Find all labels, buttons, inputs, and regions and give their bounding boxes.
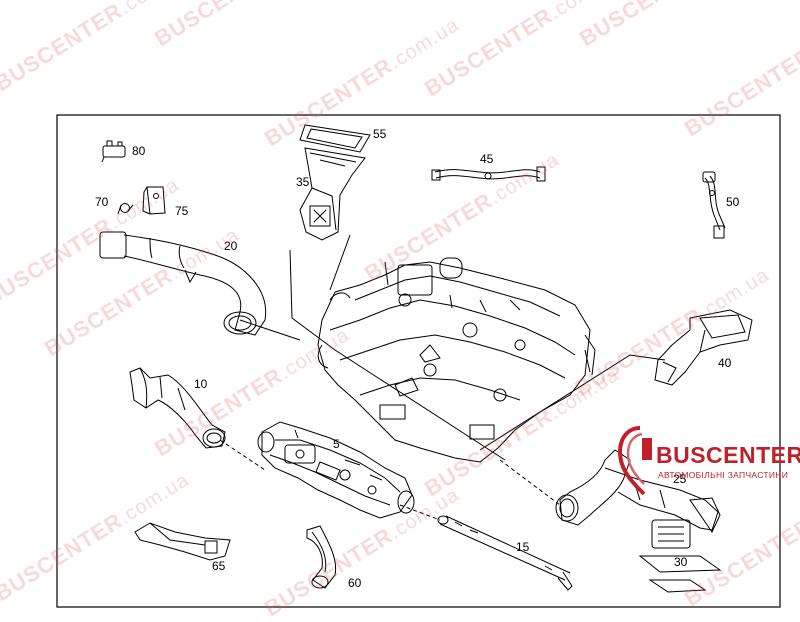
callout-30: 30 — [674, 555, 688, 569]
bracket-part — [142, 186, 166, 215]
logo-tagline: АВТОМОБІЛЬНІ ЗАПЧАСТИНИ — [658, 470, 789, 480]
air-cleaner-housing — [257, 421, 415, 519]
gasket-part — [299, 124, 371, 153]
logo-mark-icon — [617, 426, 652, 496]
callout-40: 40 — [718, 356, 732, 370]
callout-65: 65 — [212, 559, 226, 573]
callout-labels: 80 70 75 55 35 45 50 20 40 10 5 25 15 30… — [95, 127, 740, 590]
buscenter-logo: BUSCENTER АВТОМОБІЛЬНІ ЗАПЧАСТИНИ — [612, 424, 800, 514]
leader-line — [239, 319, 301, 341]
sensor-lead — [702, 171, 726, 239]
air-outlet-duct — [299, 147, 366, 241]
leader-line — [329, 234, 351, 291]
callout-80: 80 — [132, 144, 146, 158]
grille-bracket — [638, 519, 722, 593]
leader-line — [219, 439, 266, 471]
callout-5: 5 — [333, 437, 340, 451]
callout-35: 35 — [296, 175, 310, 189]
callout-20: 20 — [224, 239, 238, 253]
intake-manifold — [317, 257, 596, 463]
leader-line — [479, 354, 666, 451]
intake-hose-lower — [129, 367, 226, 449]
intake-hose-upper — [99, 231, 267, 336]
intake-tube-right — [555, 449, 721, 534]
leader-line — [499, 459, 561, 506]
callout-55: 55 — [373, 127, 387, 141]
wedge-bracket — [134, 522, 231, 561]
callout-15: 15 — [516, 540, 530, 554]
leader-line — [289, 249, 506, 461]
diagram-frame — [56, 114, 781, 608]
callout-45: 45 — [480, 152, 494, 166]
callout-10: 10 — [194, 377, 208, 391]
callout-70: 70 — [95, 195, 109, 209]
callout-50: 50 — [726, 195, 740, 209]
bolt-part — [117, 203, 134, 215]
callout-75: 75 — [175, 204, 189, 218]
leader-line — [584, 349, 591, 373]
callout-25: 25 — [673, 472, 687, 486]
leader-line — [399, 504, 441, 521]
filter-rod — [437, 515, 573, 591]
logo-brand-text: BUSCENTER — [656, 442, 800, 468]
small-hose — [306, 525, 337, 589]
air-duct-right — [654, 309, 753, 386]
clip-part — [101, 140, 126, 163]
callout-60: 60 — [348, 576, 362, 590]
vacuum-hose — [431, 166, 546, 182]
